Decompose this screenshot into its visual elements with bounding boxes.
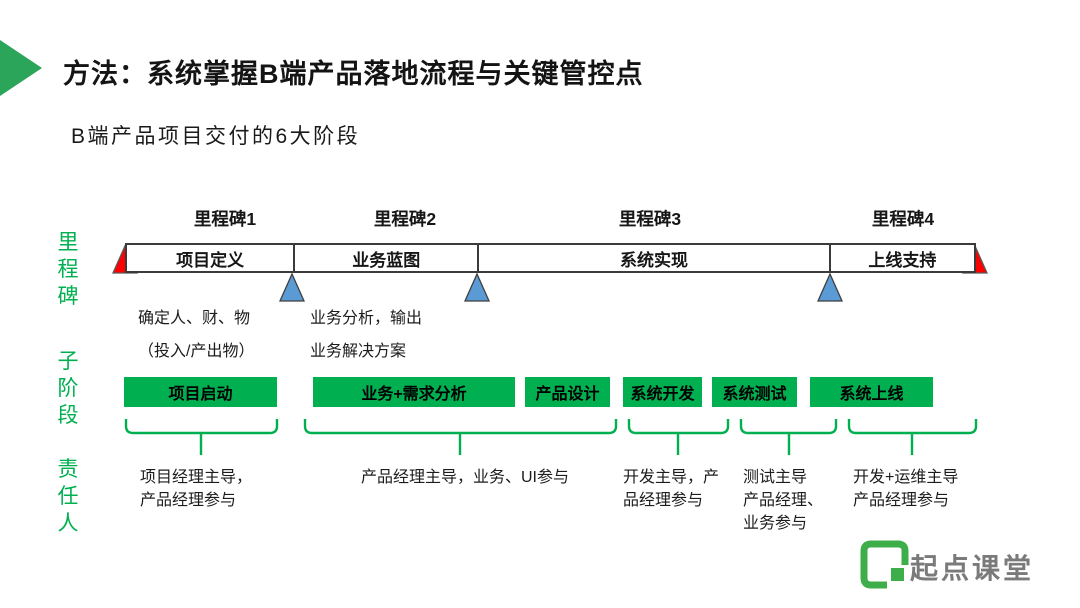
logo-wordmark: 起点课堂 xyxy=(910,553,1035,584)
owner-note-5: 开发+运维主导 产品经理参与 xyxy=(853,469,959,509)
row-label-substage: 子阶段 xyxy=(57,350,79,427)
timeline-bar: 项目定义 业务蓝图 系统实现 上线支持 xyxy=(125,243,976,273)
owner-note-1: 项目经理主导， 产品经理参与 xyxy=(140,469,253,509)
milestone-label-4: 里程碑4 xyxy=(871,209,935,229)
milestone-marker-icon-3 xyxy=(816,272,844,302)
row-label-owner: 责任人 xyxy=(57,458,79,535)
milestone-label-3: 里程碑3 xyxy=(618,209,682,229)
phase-note-2: 业务分析，输出 业务解决方案 xyxy=(310,310,423,360)
owner-brace-1 xyxy=(124,419,279,455)
page-subtitle: B端产品项目交付的6大阶段 xyxy=(71,125,361,148)
owner-brace-3 xyxy=(627,419,730,455)
phase-project-definition: 项目定义 xyxy=(176,250,245,270)
owner-brace-4 xyxy=(739,419,838,455)
phase-launch-support: 上线支持 xyxy=(828,245,974,271)
phase-note-1: 确定人、财、物 （投入/产出物） xyxy=(138,310,255,360)
milestone-label-1: 里程碑1 xyxy=(193,209,257,229)
phase-system-implementation: 系统实现 xyxy=(477,245,828,271)
owner-note-4: 测试主导 产品经理、 业务参与 xyxy=(743,469,824,532)
page-title: 方法：系统掌握B端产品落地流程与关键管控点 xyxy=(63,59,644,89)
stage-project-kickoff: 项目启动 xyxy=(124,377,277,407)
owner-brace-5 xyxy=(847,419,978,455)
owner-brace-2 xyxy=(303,419,618,455)
owner-note-2: 产品经理主导，业务、UI参与 xyxy=(360,469,569,486)
owner-note-3: 开发主导，产 品经理参与 xyxy=(623,469,720,509)
title-accent-arrow-icon xyxy=(0,40,42,96)
stage-system-launch: 系统上线 xyxy=(810,377,933,407)
milestone-label-2: 里程碑2 xyxy=(373,209,437,229)
phase-business-blueprint: 业务蓝图 xyxy=(293,245,477,271)
logo-icon xyxy=(860,540,909,589)
milestone-marker-icon-1 xyxy=(278,272,306,302)
logo-icon-dot xyxy=(891,568,904,581)
stage-system-testing: 系统测试 xyxy=(712,377,797,407)
milestone-marker-icon-2 xyxy=(463,272,491,302)
row-label-milestone: 里程碑 xyxy=(57,231,79,308)
stage-system-development: 系统开发 xyxy=(623,377,702,407)
stage-product-design: 产品设计 xyxy=(525,377,610,407)
stage-business-requirements-analysis: 业务+需求分析 xyxy=(313,377,515,407)
